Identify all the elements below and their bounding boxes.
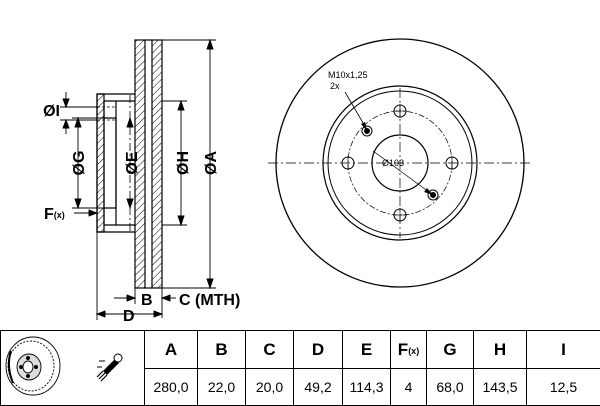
label-f: F(x) — [44, 206, 65, 223]
label-dia-e: ØE — [124, 151, 141, 174]
header-f: F(x) — [391, 331, 427, 369]
header-b: B — [198, 331, 246, 369]
specification-table: A B C D E F(x) G H I 280,0 22,0 20,0 49,… — [0, 330, 600, 406]
technical-drawing: ØI ØG ØE ØH ØA F(x) B C (MTH) D — [0, 0, 600, 330]
label-dia-i: ØI — [43, 103, 60, 120]
header-a: A — [145, 331, 198, 369]
label-thread-size: M10x1,25 — [328, 70, 368, 80]
header-e: E — [343, 331, 391, 369]
header-g: G — [427, 331, 474, 369]
thumbnail-cell — [1, 331, 145, 406]
header-i: I — [527, 331, 600, 369]
header-h: H — [474, 331, 527, 369]
label-dia-a: ØA — [203, 151, 220, 175]
label-thread-count: 2x — [330, 81, 340, 91]
brake-disc-thumbnail-icon — [1, 331, 145, 400]
stud-hole-top — [393, 104, 407, 118]
bolt-icon — [97, 354, 122, 381]
stud-hole-bottom — [393, 208, 407, 222]
front-view-labels: M10x1,25 2x Ø103 — [328, 70, 404, 168]
label-dia-g: ØG — [71, 151, 88, 176]
label-d: D — [123, 308, 135, 325]
label-c-mth: C (MTH) — [179, 292, 240, 309]
label-dia-h: ØH — [175, 151, 192, 175]
label-pcd: Ø103 — [382, 158, 404, 168]
header-d: D — [294, 331, 343, 369]
hub-wall-hatch — [97, 94, 104, 232]
header-c: C — [246, 331, 294, 369]
label-b: B — [141, 292, 153, 309]
ring-plate-right — [152, 40, 162, 288]
